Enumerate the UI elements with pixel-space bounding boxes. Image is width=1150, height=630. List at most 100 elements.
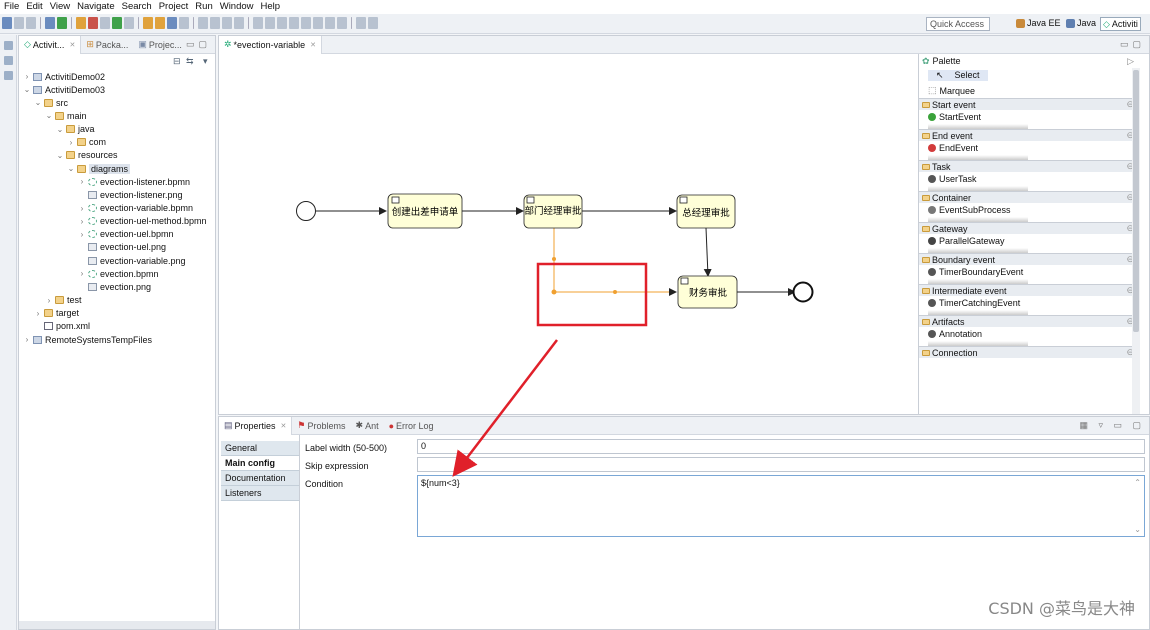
tree-item[interactable]: evection-variable.png xyxy=(78,254,186,267)
menu-file[interactable]: File xyxy=(4,1,20,12)
expand-toggle-icon[interactable]: ⌄ xyxy=(56,124,64,134)
properties-view-controls[interactable]: ▦ ▿ ▭ ▢ xyxy=(1079,420,1145,430)
condition-textarea[interactable]: ${num<3} ⌃ ⌄ xyxy=(417,475,1145,537)
collapse-toggle-icon[interactable]: › xyxy=(80,177,84,187)
perspective-activiti[interactable]: ◇Activiti xyxy=(1100,17,1141,31)
expand-toggle-icon[interactable]: ⌄ xyxy=(67,164,75,174)
group-collapse-icon[interactable]: ⊖ xyxy=(1126,99,1134,109)
diagram-canvas[interactable]: 创建出差申请单 部门经理审批 总经理审批 财务审批 xyxy=(220,54,917,414)
save-all-icon[interactable] xyxy=(26,17,36,29)
tree-item[interactable]: ›evection-variable.bpmn xyxy=(78,202,193,215)
label-width-input[interactable]: 0 xyxy=(417,439,1145,454)
group-collapse-icon[interactable]: ⊖ xyxy=(1126,223,1134,233)
collapse-toggle-icon[interactable]: › xyxy=(80,269,84,279)
external-tools-icon[interactable] xyxy=(100,17,110,29)
menu-search[interactable]: Search xyxy=(121,1,152,12)
collapse-toggle-icon[interactable]: › xyxy=(36,308,40,318)
tab-package-explorer[interactable]: ⊞Packa... xyxy=(81,36,133,54)
outline-view-icon[interactable] xyxy=(3,71,13,80)
skip-expression-input[interactable] xyxy=(417,457,1145,472)
palette-group-header[interactable]: Gateway⊖ xyxy=(919,222,1140,234)
new-package-icon[interactable] xyxy=(155,17,165,29)
tree-item[interactable]: ›com xyxy=(67,136,106,149)
palette-group-header[interactable]: Intermediate event⊖ xyxy=(919,284,1140,296)
task-general-manager[interactable]: 总经理审批 xyxy=(676,194,736,229)
group-collapse-icon[interactable]: ⊖ xyxy=(1126,161,1134,171)
group-collapse-icon[interactable]: ⊖ xyxy=(1126,316,1134,326)
tree-item[interactable]: ›target xyxy=(34,307,79,320)
align-center-icon[interactable] xyxy=(265,17,275,29)
align-top-icon[interactable] xyxy=(289,17,299,29)
search-icon[interactable] xyxy=(198,17,208,29)
scroll-down-icon[interactable]: ⌄ xyxy=(1134,525,1141,534)
task-create-application[interactable]: 创建出差申请单 xyxy=(387,193,463,229)
palette-group-header[interactable]: Start event⊖ xyxy=(919,98,1140,110)
side-tab-documentation[interactable]: Documentation xyxy=(221,471,299,486)
tree-item[interactable]: ›evection-listener.bpmn xyxy=(78,175,190,188)
console-icon[interactable] xyxy=(45,17,55,29)
side-tab-main-config[interactable]: Main config xyxy=(221,456,299,471)
view-menu-icon[interactable]: ▾ xyxy=(203,56,208,66)
palette-group-header[interactable]: Container⊖ xyxy=(919,191,1140,203)
collapse-toggle-icon[interactable]: › xyxy=(80,203,84,213)
group-collapse-icon[interactable]: ⊖ xyxy=(1126,192,1134,202)
forward-icon[interactable] xyxy=(234,17,244,29)
debug-icon[interactable] xyxy=(88,17,98,29)
tree-item[interactable]: ⌄src xyxy=(34,96,68,109)
collapse-toggle-icon[interactable]: › xyxy=(69,137,73,147)
palette-item[interactable]: StartEvent xyxy=(919,110,1140,124)
zoom-in-icon[interactable] xyxy=(356,17,366,29)
collapse-toggle-icon[interactable]: › xyxy=(25,335,29,344)
tab-ant[interactable]: ✱Ant xyxy=(351,417,384,435)
tab-problems[interactable]: ⚑Problems xyxy=(292,417,350,435)
menu-edit[interactable]: Edit xyxy=(26,1,43,12)
align-left-icon[interactable] xyxy=(253,17,263,29)
annotation-nav-icon[interactable] xyxy=(210,17,220,29)
palette-tool-select[interactable]: ↖Select xyxy=(919,68,1140,83)
tree-item[interactable]: ⌄main xyxy=(45,109,87,122)
tab-activiti-explorer[interactable]: ◇Activit...✕ xyxy=(19,35,82,54)
tree-item[interactable]: ›test xyxy=(45,294,82,307)
tree-item[interactable]: ⌄resources xyxy=(56,149,118,162)
palette-item[interactable]: TimerCatchingEvent xyxy=(919,296,1140,310)
align-middle-icon[interactable] xyxy=(301,17,311,29)
back-icon[interactable] xyxy=(222,17,232,29)
collapse-toggle-icon[interactable]: › xyxy=(25,72,29,81)
palette-group-header[interactable]: Artifacts⊖ xyxy=(919,315,1140,327)
tree-item[interactable]: ⌄ActivitiDemo03 xyxy=(23,83,105,96)
tree-item[interactable]: ⌄java xyxy=(56,123,95,136)
side-tab-general[interactable]: General xyxy=(221,441,299,456)
save-icon[interactable] xyxy=(14,17,24,29)
group-collapse-icon[interactable]: ⊖ xyxy=(1126,285,1134,295)
align-bottom-icon[interactable] xyxy=(313,17,323,29)
close-icon[interactable]: ✕ xyxy=(69,41,76,49)
tab-evection-variable[interactable]: ✲*evection-variable✕ xyxy=(219,35,322,54)
expand-toggle-icon[interactable]: ⌄ xyxy=(23,85,31,95)
tab-error-log[interactable]: ●Error Log xyxy=(384,417,439,435)
palette-group-header[interactable]: Task⊖ xyxy=(919,160,1140,172)
editor-minimize-maximize[interactable]: ▭▢ xyxy=(1119,39,1145,49)
scroll-thumb[interactable] xyxy=(1133,70,1139,332)
menu-view[interactable]: View xyxy=(49,1,71,12)
run-icon[interactable] xyxy=(57,17,67,29)
sequence-flow[interactable] xyxy=(703,227,712,277)
palette-item[interactable]: EndEvent xyxy=(919,141,1140,155)
flow-bendpoint[interactable] xyxy=(551,289,557,295)
new-icon[interactable] xyxy=(2,17,12,29)
expand-toggle-icon[interactable]: ⌄ xyxy=(34,98,42,108)
tab-project-explorer[interactable]: ▣Projec... xyxy=(133,36,187,54)
explorer-hscrollbar[interactable] xyxy=(19,621,215,629)
run-as-icon[interactable] xyxy=(112,17,122,29)
tree-item[interactable]: evection-uel.png xyxy=(78,241,166,254)
task-finance-approval[interactable]: 财务审批 xyxy=(677,275,738,309)
view-minimize-maximize[interactable]: ▭▢ xyxy=(185,39,211,49)
tree-item[interactable]: ›evection-uel-method.bpmn xyxy=(78,215,207,228)
palette-tool-marquee[interactable]: ⬚Marquee xyxy=(919,83,1140,98)
open-task-icon[interactable] xyxy=(179,17,189,29)
group-collapse-icon[interactable]: ⊖ xyxy=(1126,254,1134,264)
group-collapse-icon[interactable]: ⊖ xyxy=(1126,347,1134,357)
collapse-toggle-icon[interactable]: › xyxy=(80,229,84,239)
flow-midpoint[interactable] xyxy=(613,290,617,294)
tree-item[interactable]: evection.png xyxy=(78,280,151,293)
palette-collapse-icon[interactable]: ▷ xyxy=(1127,55,1134,66)
